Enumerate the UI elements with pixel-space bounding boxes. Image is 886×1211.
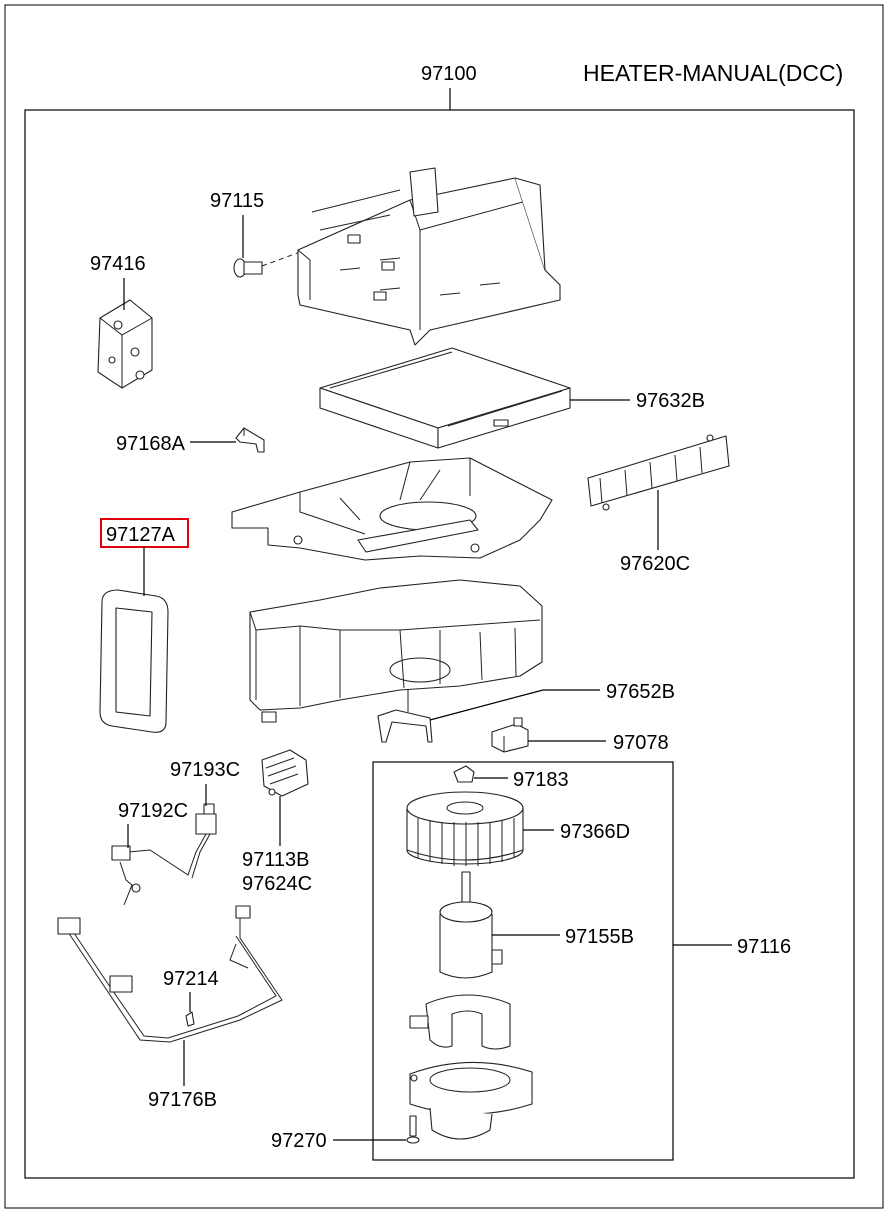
fan-97366D-part[interactable]	[406, 791, 524, 866]
part-label-97652B[interactable]: 97652B	[606, 681, 675, 703]
part-label-97620C[interactable]: 97620C	[620, 553, 690, 575]
part-label-97193C[interactable]: 97193C	[170, 759, 240, 781]
part-label-97127A[interactable]: 97127A	[106, 524, 176, 546]
clip-97183-part[interactable]	[453, 765, 475, 783]
assembly-number-label: 97100	[421, 63, 477, 85]
part-label-97116[interactable]: 97116	[737, 936, 791, 958]
motor-mount-part	[409, 994, 511, 1050]
connector-97193C-part[interactable]	[195, 803, 217, 835]
part-label-97176B[interactable]: 97176B	[148, 1089, 217, 1111]
part-label-97632B[interactable]: 97632B	[636, 390, 705, 412]
relay-97078-part[interactable]	[491, 717, 529, 753]
part-label-97416[interactable]: 97416	[90, 253, 146, 275]
part-label-97214[interactable]: 97214	[163, 968, 219, 990]
leader-97652B	[429, 689, 600, 721]
part-label-97270[interactable]: 97270	[271, 1130, 327, 1152]
seal-97127A-part[interactable]	[99, 589, 169, 733]
cover-97620C-part[interactable]	[587, 434, 730, 511]
upper-case-part	[297, 167, 561, 346]
screw-97270-part[interactable]	[406, 1115, 420, 1144]
filter-97632B-part[interactable]	[319, 347, 571, 449]
screw-97115-part[interactable]	[233, 251, 301, 278]
blower-housing-part	[249, 579, 543, 723]
motor-97155B-part[interactable]	[439, 871, 503, 979]
part-label-97168A[interactable]: 97168A	[116, 433, 186, 455]
blower-motor-frame	[372, 761, 674, 1161]
assembly-frame	[24, 109, 855, 1179]
part-label-97115[interactable]: 97115	[210, 190, 264, 212]
lower-housing-part	[409, 1061, 533, 1140]
part-label-97366D[interactable]: 97366D	[560, 821, 630, 843]
part-label-97183[interactable]: 97183	[513, 769, 569, 791]
actuator-97416-part[interactable]	[97, 299, 153, 389]
part-label-97113B[interactable]: 97113B	[242, 849, 309, 871]
part-label-97192C[interactable]: 97192C	[118, 800, 188, 822]
resistor-97113B-part[interactable]	[261, 749, 309, 797]
bracket-97652B-part[interactable]	[377, 690, 433, 743]
clip-97214-part[interactable]	[185, 1011, 195, 1027]
part-label-97078[interactable]: 97078	[613, 732, 669, 754]
clip-97168A-part[interactable]	[235, 427, 265, 453]
part-label-97624C[interactable]: 97624C	[242, 873, 312, 895]
middle-housing-part	[231, 457, 553, 561]
harness-97192C-part[interactable]	[111, 833, 211, 906]
harness-97176B-part[interactable]	[57, 905, 283, 1043]
diagram-title: HEATER-MANUAL(DCC)	[583, 60, 843, 86]
part-label-97155B[interactable]: 97155B	[565, 926, 634, 948]
outer-frame	[4, 4, 884, 1209]
